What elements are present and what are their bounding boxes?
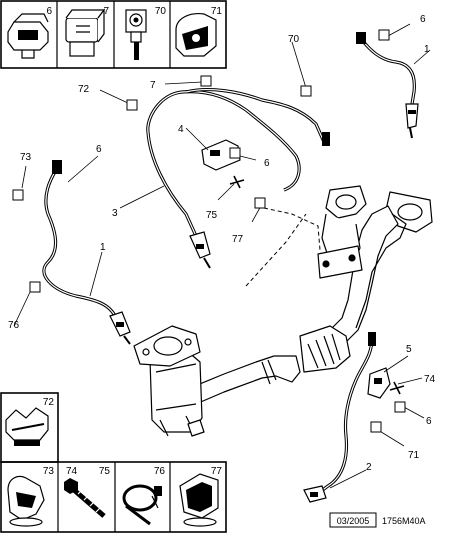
footer-ref: 1756M40A — [382, 516, 426, 526]
leader-lines — [13, 23, 431, 489]
callout-2: 2 — [366, 462, 372, 473]
callout-numbers: 1 6 70 7 72 4 6 75 77 3 73 6 1 76 5 74 6… — [8, 14, 436, 473]
callout-71: 71 — [408, 450, 420, 461]
thumbnail-grid-bottom: 72 73 74 75 76 77 — [0, 392, 227, 533]
callout-75: 75 — [206, 210, 218, 221]
thumb-number-77: 77 — [211, 466, 223, 477]
callout-3: 3 — [112, 208, 118, 219]
dashed-reference-lines — [245, 207, 321, 287]
bracket-icon — [175, 13, 217, 57]
callout-6-topright: 6 — [420, 14, 426, 25]
thumb-number-74: 74 — [66, 466, 78, 477]
flex-section — [299, 325, 351, 373]
thumb-number-73: 73 — [43, 466, 55, 477]
callout-73: 73 — [20, 152, 32, 163]
sensor-clip-icon — [7, 475, 45, 527]
callout-72: 72 — [78, 84, 90, 95]
callout-74: 74 — [424, 374, 436, 385]
callout-70: 70 — [288, 34, 300, 45]
callout-1-top: 1 — [424, 44, 430, 55]
callout-77: 77 — [232, 234, 244, 245]
callout-7: 7 — [150, 80, 156, 91]
cable-clip-icon — [5, 407, 49, 446]
bolt-icon — [64, 478, 106, 518]
callout-76: 76 — [8, 320, 20, 331]
thumb-number-72: 72 — [43, 397, 55, 408]
callout-6-mid: 6 — [264, 158, 270, 169]
callout-6-bottom: 6 — [426, 416, 432, 427]
callout-4: 4 — [178, 124, 184, 135]
footer-date: 03/2005 — [337, 516, 370, 526]
lower-pipe — [189, 355, 301, 405]
thumb-number-7: 7 — [103, 6, 109, 17]
cable-tie-icon — [122, 484, 162, 526]
exhaust-pipe — [133, 185, 433, 437]
clip-icon — [7, 13, 49, 59]
thumb-number-76: 76 — [154, 466, 166, 477]
grommet-icon — [125, 9, 147, 60]
footer: 03/2005 1756M40A — [329, 512, 426, 528]
callout-5: 5 — [406, 344, 412, 355]
callout-boxes — [12, 29, 406, 433]
thumb-number-71: 71 — [211, 6, 223, 17]
thumbnail-strip-top: 6 7 70 71 — [0, 0, 227, 69]
callout-1-left: 1 — [100, 242, 106, 253]
thumb-number-70: 70 — [155, 6, 167, 17]
callout-6-left: 6 — [96, 144, 102, 155]
connector-icon — [65, 8, 106, 57]
thumb-number-75: 75 — [99, 466, 111, 477]
holder-icon — [179, 473, 219, 527]
thumb-number-6: 6 — [46, 6, 52, 17]
